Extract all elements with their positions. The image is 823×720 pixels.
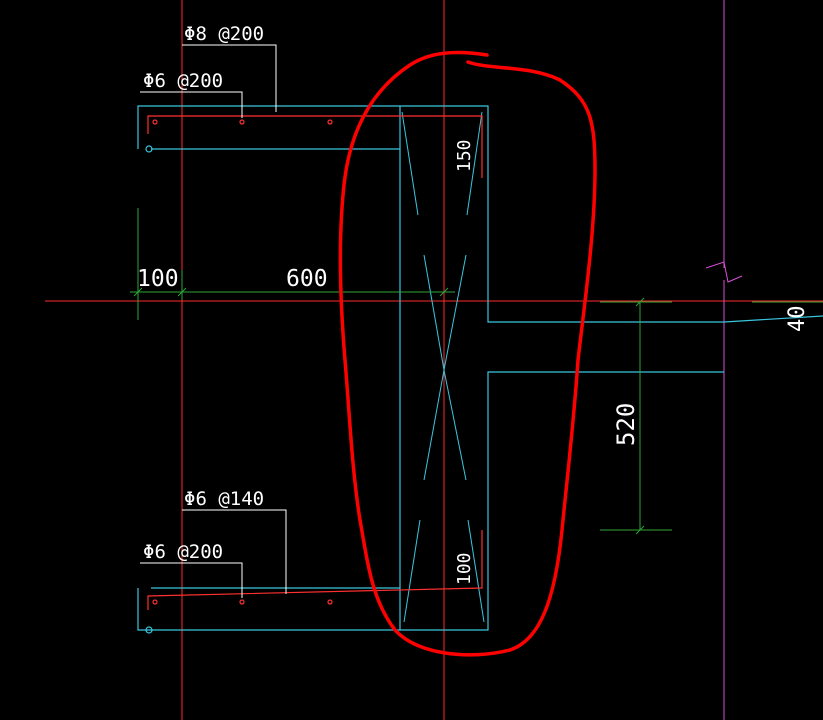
dim-span-width: 600 xyxy=(286,266,328,292)
dim-step-height: 520 xyxy=(612,403,640,446)
highlight-annotation-loop xyxy=(338,50,597,657)
top-slab-outline xyxy=(137,105,724,323)
rebar-dot xyxy=(152,599,158,605)
rebar-dot xyxy=(327,599,333,605)
rebar-labels: Φ8 @200 Φ6 @200 Φ6 @140 Φ6 @200 xyxy=(143,23,264,563)
dim-slab-thickness: 40 xyxy=(785,306,810,333)
dim-top-thickness: 150 xyxy=(454,139,475,172)
dim-bottom-thickness: 100 xyxy=(454,552,475,585)
dim-edge-width: 100 xyxy=(137,266,179,292)
rebar-dot xyxy=(152,119,158,125)
bottom-slab-outline xyxy=(137,371,724,631)
break-line xyxy=(705,0,743,720)
structure-outline xyxy=(137,105,823,634)
top-main-bar xyxy=(147,115,483,178)
dimension-labels: 100 600 150 100 520 40 xyxy=(137,139,810,585)
dimension-lines xyxy=(130,208,823,535)
rebar-label-bottom-distribution: Φ6 @140 xyxy=(184,488,264,510)
center-lines xyxy=(45,0,823,720)
rebar-dot xyxy=(327,119,333,125)
leader-lines xyxy=(140,44,287,598)
rebar-label-top-distribution: Φ8 @200 xyxy=(184,23,264,45)
rebar xyxy=(147,115,483,610)
rebar-label-top-main: Φ6 @200 xyxy=(143,70,223,92)
rebar-label-bottom-main: Φ6 @200 xyxy=(143,541,223,563)
stirrup-diagonals xyxy=(401,111,485,623)
bottom-main-bar xyxy=(147,530,483,610)
rebar-dot xyxy=(239,599,245,605)
rebar-dot xyxy=(239,119,245,125)
